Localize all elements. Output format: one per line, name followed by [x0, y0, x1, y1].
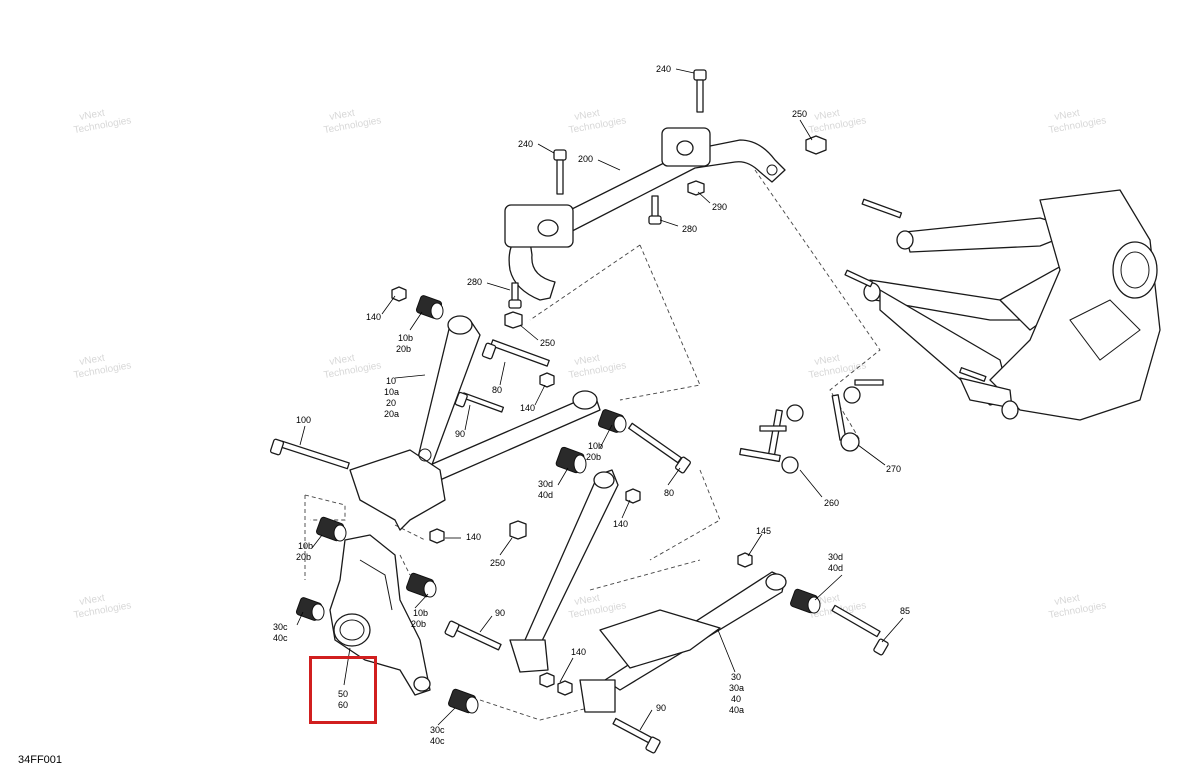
svg-text:vNext: vNext [814, 108, 841, 123]
label-250-low: 250 [490, 558, 505, 568]
label-140-d: 140 [466, 532, 481, 542]
bolt-280 [508, 195, 662, 309]
bolt-100 [269, 438, 350, 470]
label-90-c: 90 [656, 703, 666, 713]
bushing-30d-b [789, 588, 821, 614]
label-85: 85 [900, 606, 910, 616]
watermark: vNext Technologies [73, 353, 132, 382]
bushing-10b-c [315, 516, 347, 542]
label-90-a: 90 [455, 429, 465, 439]
watermark: vNext Technologies [73, 593, 132, 622]
watermark: vNext Technologies [568, 593, 627, 622]
highlight-box-50-60 [309, 656, 377, 724]
watermark: vNext Technologies [323, 353, 382, 382]
watermark: vNext Technologies [568, 108, 627, 137]
watermark: vNext Technologies [808, 353, 867, 382]
bushing-10b-b [597, 409, 627, 433]
label-280-a: 280 [682, 224, 697, 234]
leader-lines [296, 68, 904, 731]
label-80-b: 80 [664, 488, 674, 498]
svg-text:vNext: vNext [574, 593, 601, 608]
bushing-30c-b [447, 688, 479, 714]
label-140-a: 140 [366, 312, 381, 322]
link-270 [831, 379, 884, 452]
watermark: vNext Technologies [1048, 593, 1107, 622]
assembly-lines [304, 169, 881, 721]
svg-text:vNext: vNext [1054, 593, 1081, 608]
label-250-top: 250 [792, 109, 807, 119]
label-270: 270 [886, 464, 901, 474]
svg-text:vNext: vNext [1054, 108, 1081, 123]
svg-text:vNext: vNext [79, 593, 106, 608]
bolt-240-top [693, 69, 707, 113]
svg-text:vNext: vNext [814, 353, 841, 368]
label-260: 260 [824, 498, 839, 508]
bolt-80-a [481, 339, 550, 367]
label-290: 290 [712, 202, 727, 212]
svg-text:vNext: vNext [574, 108, 601, 123]
knuckle [329, 534, 431, 696]
watermarks: vNext Technologies vNext Technologies vN… [73, 108, 1107, 622]
svg-text:vNext: vNext [79, 108, 106, 123]
bushing-10b-a [415, 295, 444, 320]
label-80-a: 80 [492, 385, 502, 395]
bolt-80-b [628, 422, 691, 474]
watermark: vNext Technologies [568, 353, 627, 382]
upper-control-arm [349, 315, 601, 531]
label-140-b: 140 [520, 403, 535, 413]
label-240-mid: 240 [518, 139, 533, 149]
label-280-b: 280 [467, 277, 482, 287]
nut-250-top [805, 135, 827, 155]
label-200: 200 [578, 154, 593, 164]
assembled-suspension [844, 189, 1161, 421]
link-260 [739, 404, 804, 474]
label-140-c: 140 [613, 519, 628, 529]
svg-text:vNext: vNext [574, 353, 601, 368]
bushing-30c-a [295, 597, 325, 621]
svg-text:vNext: vNext [79, 353, 106, 368]
label-145: 145 [756, 526, 771, 536]
label-100: 100 [296, 415, 311, 425]
svg-text:vNext: vNext [329, 353, 356, 368]
washers-140 [391, 286, 753, 696]
label-240-top: 240 [656, 64, 671, 74]
sway-bar [504, 127, 786, 301]
nut-290 [687, 180, 705, 196]
nut-250-mid [504, 311, 523, 329]
watermark: vNext Technologies [73, 108, 132, 137]
label-90-b: 90 [495, 608, 505, 618]
watermark: vNext Technologies [808, 108, 867, 137]
bolt-85 [831, 604, 889, 656]
label-140-e: 140 [571, 647, 586, 657]
label-250-mid: 250 [540, 338, 555, 348]
bolt-90-c [612, 717, 661, 754]
bolt-90-b [444, 620, 502, 651]
bolt-90-a [454, 391, 505, 413]
bushing-30d-a [555, 446, 587, 474]
document-code: 34FF001 [18, 754, 63, 766]
watermark: vNext Technologies [323, 108, 382, 137]
bushing-10b-d [405, 572, 437, 598]
lower-control-arm [509, 469, 787, 713]
bolt-240-mid [553, 149, 567, 195]
svg-text:vNext: vNext [329, 108, 356, 123]
watermark: vNext Technologies [1048, 108, 1107, 137]
